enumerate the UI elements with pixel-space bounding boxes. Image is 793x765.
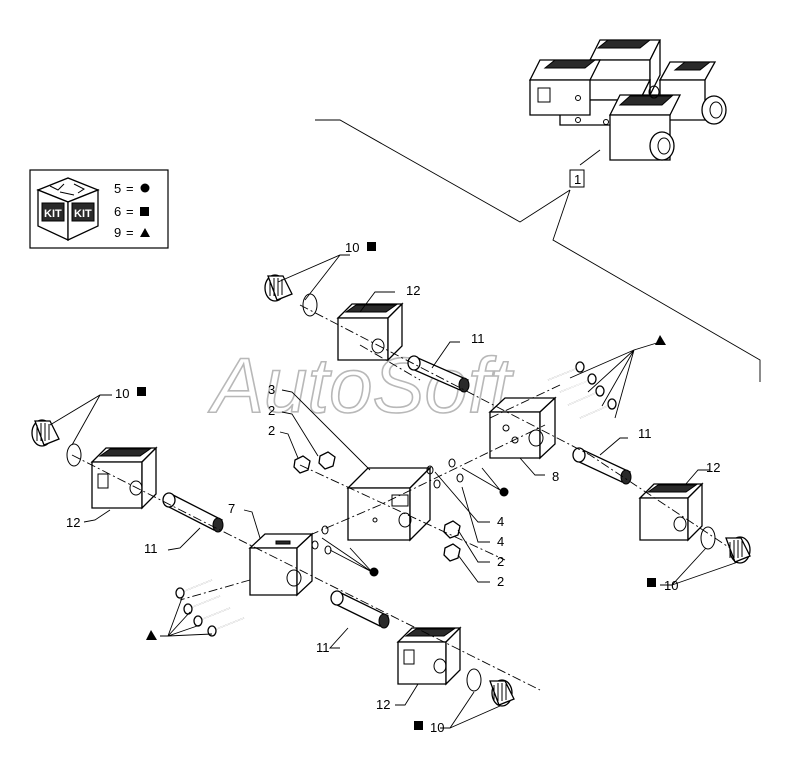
nut-bottom: [489, 679, 515, 707]
leader-1-left: [315, 119, 571, 223]
callout-7: 7: [228, 501, 235, 516]
legend-num-6: 6: [114, 204, 121, 219]
legend-eq-5: =: [126, 181, 134, 196]
callout-2-b: 2: [268, 423, 275, 438]
nut-left: [31, 419, 60, 447]
legend-row-6: 6 =: [114, 204, 149, 219]
callout-4-b: 4: [497, 534, 504, 549]
coil-left: [90, 446, 158, 510]
center-valve-body: [346, 466, 432, 542]
legend-num-5: 5: [114, 181, 121, 196]
kit-label-left: KIT: [44, 208, 62, 220]
tube-left: [162, 492, 224, 533]
legend-eq-9: =: [126, 225, 134, 240]
leader-1-right: [552, 189, 761, 382]
callout-12-bottom: 12: [376, 697, 390, 712]
callout-1-box: [569, 169, 585, 188]
nut-right: [725, 536, 751, 564]
callout-labels: 1 10 12 11 3 2 2 10 12 11 7 8 11 12 4 4 …: [66, 169, 720, 735]
callout-8: 8: [552, 469, 559, 484]
callout-10-top: 10: [345, 240, 359, 255]
screws-right-group: [547, 361, 617, 419]
o-ring-top: [302, 293, 318, 317]
triangle-symbol-icon: [140, 228, 150, 237]
callout-11-bottom: 11: [316, 640, 330, 655]
left-block: [248, 532, 314, 597]
coil-top: [336, 302, 404, 362]
callout-3: 3: [268, 382, 275, 397]
legend-row-9: 9 =: [114, 225, 150, 240]
callout-11-left: 11: [144, 541, 158, 556]
callout-11-right: 11: [638, 426, 652, 441]
callout-1: 1: [574, 172, 581, 187]
legend-num-9: 9: [114, 225, 121, 240]
square-symbol-icon: [140, 207, 149, 216]
kit-label-right: KIT: [74, 208, 92, 220]
leaders: [49, 254, 739, 729]
callout-2-a: 2: [268, 403, 275, 418]
small-nuts: [293, 451, 461, 562]
callout-12-right: 12: [706, 460, 720, 475]
tube-top: [407, 355, 470, 393]
valve-assembly: [528, 39, 727, 161]
right-block: [488, 396, 557, 460]
square-symbol-icon: [414, 721, 423, 730]
o-ring-bottom: [466, 668, 482, 692]
legend-row-5: 5 =: [114, 181, 150, 196]
callout-11-top: 11: [471, 331, 485, 346]
legend-eq-6: =: [126, 204, 134, 219]
callout-2-d: 2: [497, 574, 504, 589]
square-symbol-icon: [367, 242, 376, 251]
centerlines: [71, 304, 731, 691]
callout-12-top: 12: [406, 283, 420, 298]
triangle-symbol-icon: [655, 335, 666, 345]
tube-bottom: [330, 590, 390, 629]
circle-symbol-icon: [499, 487, 509, 497]
callout-2-c: 2: [497, 554, 504, 569]
circle-symbol-icon: [369, 567, 379, 577]
o-ring-left: [66, 443, 82, 467]
callout-10-right: 10: [664, 578, 678, 593]
tube-right: [572, 447, 632, 485]
small-orings: [311, 458, 464, 555]
kit-cube-icon: KIT KIT: [36, 177, 100, 242]
callout-4-a: 4: [497, 514, 504, 529]
screws-left-group: [175, 579, 245, 637]
callout-10-left: 10: [115, 386, 129, 401]
coil-right: [638, 482, 704, 542]
triangle-symbol-icon: [146, 630, 157, 640]
square-symbol-icon: [137, 387, 146, 396]
callout-10-bottom: 10: [430, 720, 444, 735]
callout-symbols: [137, 242, 666, 730]
circle-symbol-icon: [140, 183, 150, 193]
square-symbol-icon: [647, 578, 656, 587]
callout-12-left: 12: [66, 515, 80, 530]
coil-bottom: [396, 626, 462, 686]
nut-top: [264, 274, 293, 302]
kit-legend: KIT KIT 5 = 6 = 9 =: [29, 169, 169, 249]
